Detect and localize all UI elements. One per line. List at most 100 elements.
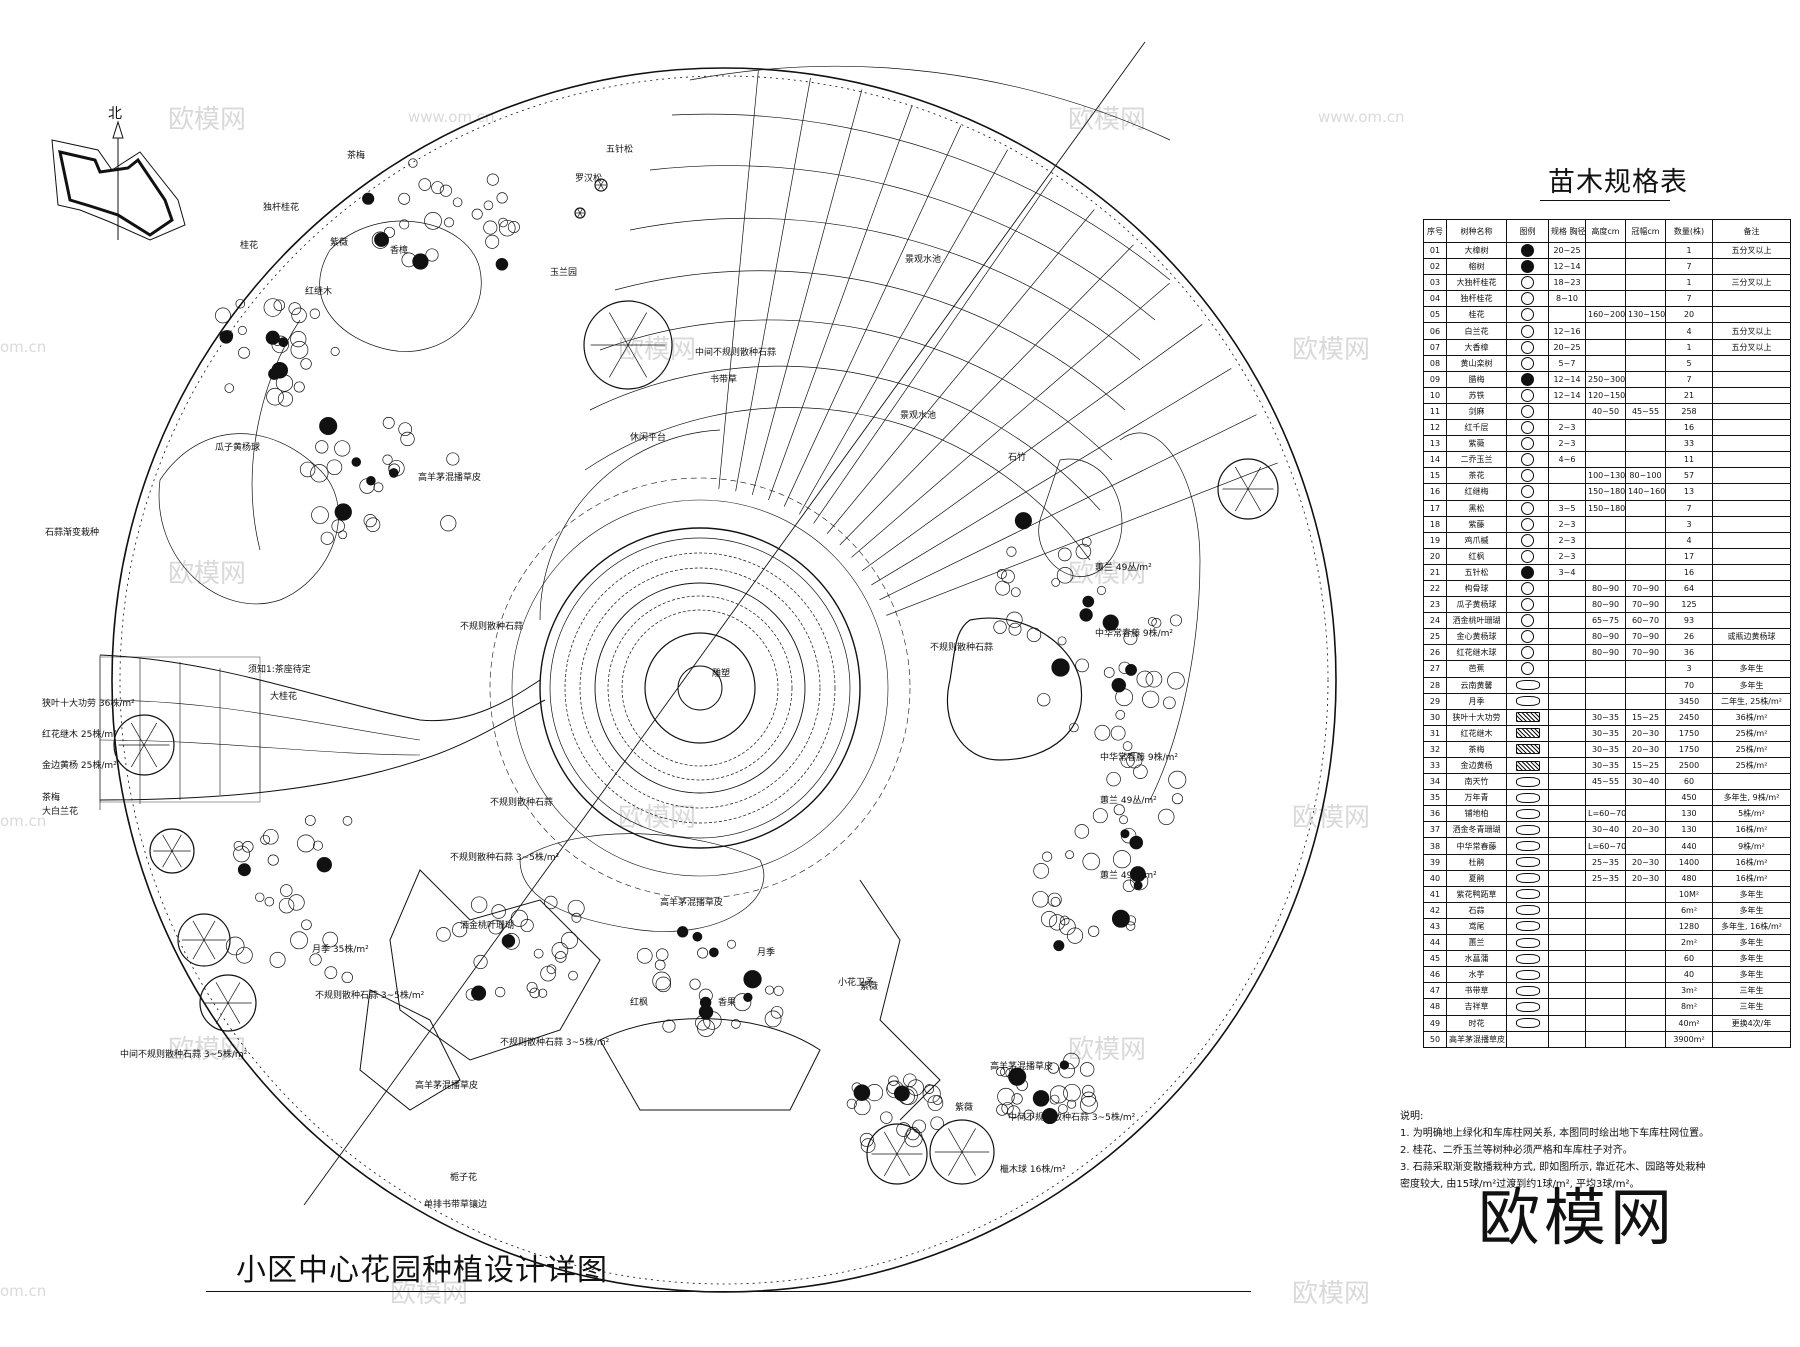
cell-qty: 1280 — [1665, 917, 1713, 936]
cell-name: 高羊茅混播草皮 — [1446, 1030, 1507, 1048]
cell-legend — [1506, 467, 1549, 485]
watermark: 欧模网 — [1068, 1035, 1146, 1065]
shrub-icon — [326, 459, 343, 476]
cell-no: 48 — [1423, 998, 1447, 1016]
shrub-icon — [278, 897, 295, 914]
plant-label: 洒金桃叶珊瑚 — [460, 919, 514, 931]
shrub-icon — [709, 947, 719, 958]
cell-qty: 125 — [1665, 596, 1713, 614]
cell-crown — [1625, 917, 1666, 936]
cell-note — [1712, 612, 1791, 630]
brand-logo: 欧模网 — [1478, 1181, 1677, 1254]
cell-qty: 1750 — [1665, 740, 1713, 759]
cell-dbh: 2~3 — [1548, 531, 1586, 549]
shrub-icon — [1048, 914, 1066, 931]
cell-crown: 70~90 — [1625, 644, 1666, 662]
shrub-icon — [388, 468, 399, 478]
shrub-icon — [880, 1111, 893, 1124]
shrub-icon — [1008, 622, 1022, 636]
legend-symbol-icon — [1521, 614, 1534, 628]
cell-qty: 57 — [1665, 467, 1713, 485]
legend-symbol-icon — [1515, 792, 1540, 803]
legend-symbol-icon — [1521, 549, 1534, 563]
cell-no: 25 — [1423, 628, 1447, 646]
shrub-icon — [1042, 851, 1053, 862]
plant-label: 中间不规则散种石蒜 — [695, 346, 776, 358]
cell-crown — [1625, 885, 1666, 903]
cell-name: 芭蕉 — [1446, 660, 1507, 678]
tree-icon — [866, 1123, 928, 1185]
cell-note — [1712, 290, 1791, 308]
north-arrow-icon — [51, 120, 186, 241]
shrub-icon — [1129, 835, 1144, 850]
shrub-icon — [1119, 815, 1128, 825]
watermark-url: om.cn — [0, 1282, 46, 1300]
plant-label: 石竹 — [1008, 451, 1026, 463]
shrub-icon — [452, 922, 468, 938]
shrub-icon — [886, 1080, 901, 1094]
cell-dbh: 12~14 — [1548, 386, 1586, 404]
cell-note — [1712, 258, 1791, 276]
shrub-icon — [334, 440, 351, 457]
legend-symbol-icon — [1521, 662, 1534, 676]
shrub-icon — [860, 1138, 876, 1153]
tree-icon — [594, 178, 608, 192]
shrub-icon — [399, 219, 410, 230]
shrub-icon — [1006, 611, 1023, 628]
cell-height: 25~35 — [1585, 869, 1626, 887]
cell-crown: 15~25 — [1625, 708, 1666, 726]
cell-legend — [1506, 724, 1549, 742]
cell-note: 多年生 — [1712, 950, 1791, 968]
cell-name: 水芋 — [1446, 966, 1507, 984]
shrub-icon — [483, 220, 498, 235]
cell-dbh — [1548, 644, 1586, 662]
cell-no: 06 — [1423, 322, 1447, 340]
cell-qty: 440 — [1665, 837, 1713, 855]
cell-name: 洒金冬青珊瑚 — [1446, 821, 1507, 839]
shrub-icon — [331, 519, 345, 533]
shrub-icon — [1079, 608, 1093, 622]
shrub-icon — [677, 926, 689, 938]
cell-note: 16株/m² — [1712, 869, 1791, 887]
cell-legend — [1506, 708, 1549, 726]
cell-crown — [1625, 982, 1666, 1000]
cell-crown — [1625, 966, 1666, 984]
cell-height — [1585, 789, 1626, 807]
cell-qty: 4 — [1665, 531, 1713, 549]
shrub-icon — [320, 531, 334, 545]
shrub-icon — [1066, 927, 1084, 944]
cell-crown — [1625, 322, 1666, 340]
plant-spec-table: 序号 树种名称 图例 规格 胸径cm 高度cm 冠幅cm 数量(株) 备注 01… — [1423, 219, 1791, 1048]
cell-crown — [1625, 241, 1666, 260]
cell-crown — [1625, 805, 1666, 823]
shrub-icon — [1081, 537, 1092, 547]
shrub-icon — [1106, 771, 1121, 787]
cell-no: 28 — [1423, 676, 1447, 694]
cell-crown — [1625, 531, 1666, 549]
shrub-icon — [496, 192, 508, 204]
shrub-icon — [1151, 617, 1162, 628]
shrub-icon — [242, 841, 254, 853]
cell-legend — [1506, 596, 1549, 614]
cell-name: 苏铁 — [1446, 386, 1507, 404]
plant-label: 中间不规则散种石蒜 3~5株/m² — [120, 1048, 248, 1060]
column-header: 图例 — [1506, 219, 1549, 243]
cell-note — [1712, 467, 1791, 485]
shrub-icon — [291, 307, 307, 324]
cell-dbh: 12~14 — [1548, 370, 1586, 388]
cell-height: 80~90 — [1585, 579, 1626, 598]
plant-label: 蕙兰 49丛/m² — [1100, 869, 1157, 881]
cell-crown: 70~90 — [1625, 628, 1666, 646]
shrub-icon — [425, 248, 439, 262]
shrub-icon — [1082, 1084, 1095, 1098]
legend-symbol-icon — [1521, 276, 1534, 290]
cell-qty: 21 — [1665, 386, 1713, 404]
cell-dbh — [1548, 773, 1586, 791]
